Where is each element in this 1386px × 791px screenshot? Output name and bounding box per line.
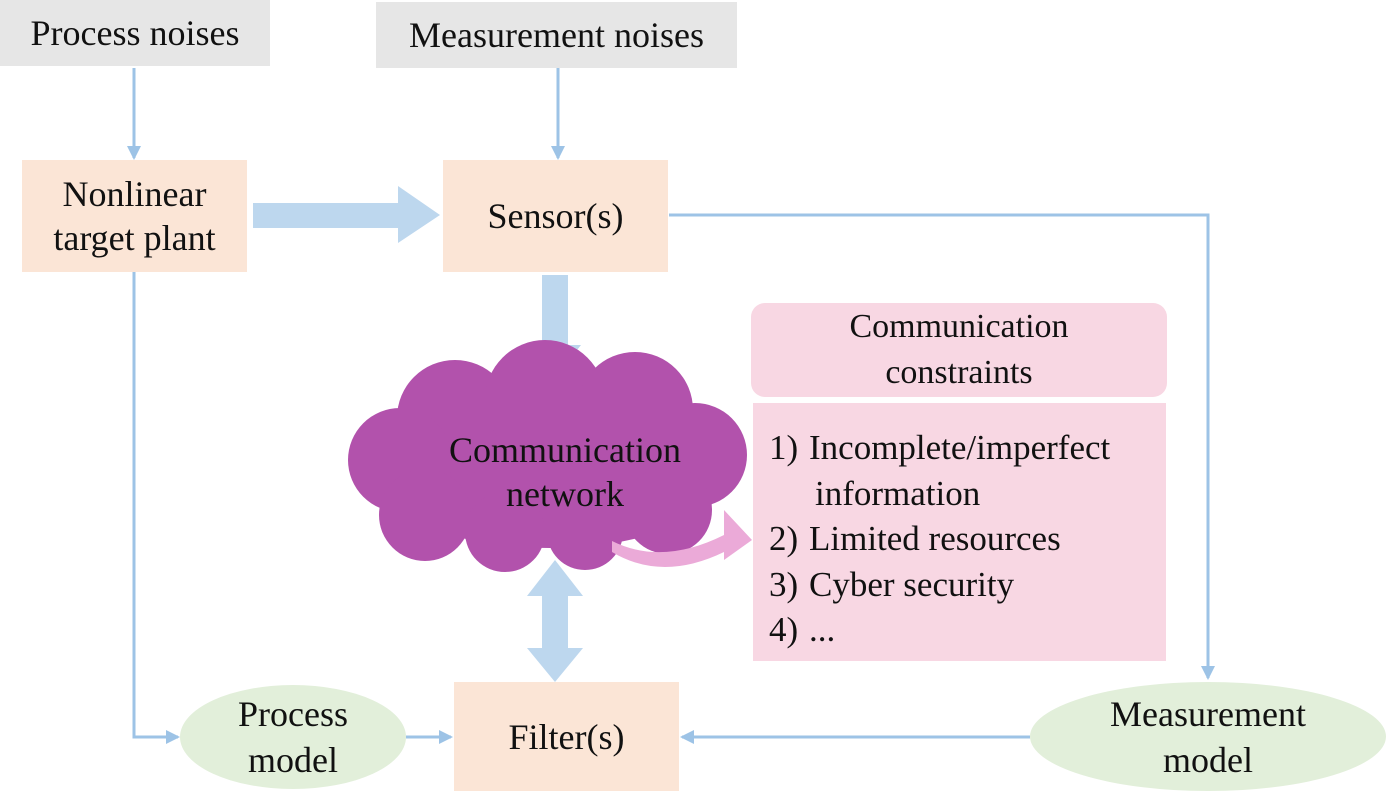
plant-label-line2: target plant [53,218,216,258]
process-noises-box: Process noises [0,0,270,66]
filters-box: Filter(s) [454,682,679,791]
sensors-label: Sensor(s) [487,196,624,236]
sensors-box: Sensor(s) [443,160,668,272]
block-arrow-network-filters-bidirectional [527,560,583,682]
measurement-model-line1: Measurement [1110,693,1306,734]
constraints-list: 1) Incomplete/imperfect information 2) L… [753,403,1166,661]
constraint-text-continued: information [815,473,981,513]
network-label-line1: Communication [449,430,681,470]
process-noises-label: Process noises [30,13,240,53]
nonlinear-target-plant-box: Nonlinear target plant [22,160,247,272]
process-model-line1: Process [238,694,348,734]
communication-constraints-header: Communication constraints [751,303,1167,397]
measurement-noises-box: Measurement noises [376,2,737,68]
connector-plant-to-process-model [132,272,180,744]
constraint-number: 4) [769,610,799,649]
constraint-text: ... [809,610,836,649]
constraint-text: Incomplete/imperfect [809,428,1111,467]
network-label-line2: network [506,474,624,514]
communication-network-label: Communication network [420,428,710,516]
process-model-ellipse: Process model [180,685,406,789]
curved-arrow-network-to-constraints [612,510,752,567]
constraint-number: 3) [769,564,799,604]
communication-network-cloud [348,340,747,572]
constraints-header-line2: constraints [885,354,1033,391]
measurement-noises-label: Measurement noises [409,15,704,55]
connector-sensors-to-measurement-model [669,213,1215,680]
process-model-line2: model [248,740,338,780]
constraint-number: 2) [769,519,799,558]
measurement-model-line2: model [1163,739,1253,780]
constraint-text: Limited resources [809,519,1061,558]
constraint-item: 3) Cyber security [769,562,1166,608]
constraint-number: 1) [769,428,799,467]
constraint-item: 4) ... [769,607,1166,653]
filters-label: Filter(s) [508,716,625,757]
constraints-header-line1: Communication [849,308,1069,345]
constraint-item: 1) Incomplete/imperfect information [769,425,1166,516]
constraint-text: Cyber security [809,564,1015,604]
constraint-item: 2) Limited resources [769,516,1166,562]
measurement-model-ellipse: Measurement model [1030,682,1386,791]
plant-label-line1: Nonlinear [62,174,207,214]
block-arrow-plant-to-sensors [253,186,440,243]
